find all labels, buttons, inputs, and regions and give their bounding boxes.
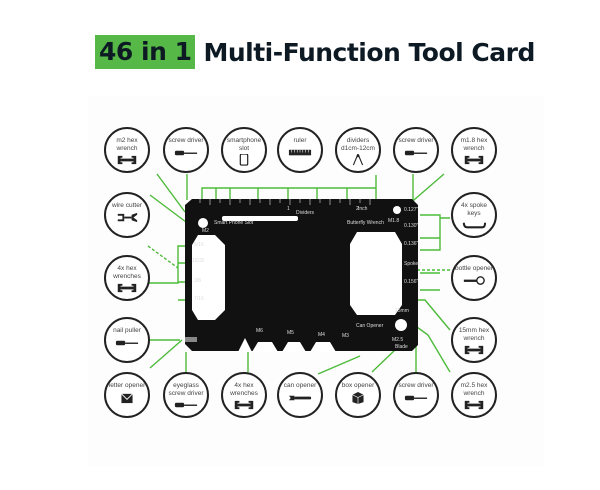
label-can-opener: Can Opener <box>356 323 384 329</box>
feature-label: wire cutter <box>112 202 142 209</box>
screwdriver-icon <box>174 150 198 155</box>
feature-dividers-d1cm-12cm: dividers d1cm-12cm <box>335 127 381 173</box>
feature-smartphone-slot: smartphone slot <box>221 127 267 173</box>
label-1532: 15/32 <box>192 258 205 264</box>
feature-can-opener: can opener <box>277 372 323 418</box>
title-text: Multi-Function Tool Card <box>203 37 535 67</box>
wrench-icon <box>234 400 254 410</box>
feature-label: m2.5 hex wrench <box>460 382 488 397</box>
box-icon <box>352 391 364 404</box>
label-dividers: Dividers <box>296 210 315 216</box>
feature-letter-opener: letter opener <box>104 372 150 418</box>
feature-screw-driver: screw driver <box>393 372 439 418</box>
spoke-key-icon <box>462 222 487 229</box>
label-m3: M3 <box>342 333 349 339</box>
feature-4x-spoke-keys: 4x spoke keys <box>451 192 497 238</box>
label-spokes: Spokes <box>404 261 421 267</box>
feature-label: letter opener <box>108 382 146 389</box>
label-butterfly: Butterfly Wrench <box>347 220 384 226</box>
label-38: 3/8 <box>194 278 201 284</box>
feature-m2-5-hex-wrench: m2.5 hex wrench <box>451 372 497 418</box>
label-blade: Blade <box>395 344 408 350</box>
feature-label: m1.8 hex wrench <box>460 137 488 152</box>
feature-wire-cutter: wire cutter <box>104 192 150 238</box>
label-inch: Inch <box>358 206 368 212</box>
label-ruler-2: 2 <box>356 206 359 212</box>
feature-4x-hex-wrenches: 4x hex wrenches <box>104 255 150 301</box>
feature-screw-driver: screw driver <box>393 127 439 173</box>
wrench-icon <box>464 155 484 165</box>
label-0136: 0.136" <box>404 241 419 247</box>
feature-eyeglass-screw-driver: eyeglass screw driver <box>163 372 209 418</box>
feature-label: ruler <box>293 137 307 144</box>
wrench-icon <box>117 155 137 165</box>
page-title: 46 in 1 Multi-Function Tool Card <box>95 34 535 70</box>
feature-label: screw driver <box>398 137 434 144</box>
label-0130: 0.130" <box>404 223 419 229</box>
feature-15mm-hex-wrench: 15mm hex wrench <box>451 317 497 363</box>
feature-label: eyeglass screw driver <box>168 382 204 397</box>
feature-nail-puller: nail puller <box>104 317 150 363</box>
envelope-icon <box>121 393 133 403</box>
label-m5: M5 <box>287 330 294 336</box>
feature-bottle-opener: bottle opener <box>451 255 497 301</box>
feature-label: can opener <box>283 382 317 389</box>
feature-label: screw driver <box>398 382 434 389</box>
feature-box-opener: box opener <box>335 372 381 418</box>
feature-label: screw driver <box>168 137 204 144</box>
compass-icon <box>352 154 364 166</box>
label-phone-slot: Smart Phone Slot <box>214 220 254 226</box>
wrench-icon <box>464 400 484 410</box>
label-0156: 0.156" <box>404 279 419 285</box>
tool-card: Dividers Inch 1 2 Smart Phone Slot Butte… <box>185 199 421 352</box>
screwdriver-icon <box>174 402 198 408</box>
bottle-opener-icon <box>463 275 485 285</box>
feature-screw-driver: screw driver <box>163 127 209 173</box>
can-opener-icon <box>288 395 312 400</box>
feature-label: dividers d1cm-12cm <box>341 137 375 152</box>
wire-cutter-icon <box>117 212 138 222</box>
label-m2: M2 <box>202 228 209 234</box>
feature-label: box opener <box>341 382 375 389</box>
feature-ruler: ruler <box>277 127 323 173</box>
label-m18: M1.8 <box>388 218 399 224</box>
ruler-icon <box>288 149 312 155</box>
label-15mm: 15mm <box>395 308 409 314</box>
label-m6: M6 <box>256 328 263 334</box>
feature-label: 15mm hex wrench <box>458 327 490 342</box>
wrench-icon <box>117 283 137 293</box>
feature-m2-hex-wrench: m2 hex wrench <box>104 127 150 173</box>
feature-label: m2 hex wrench <box>116 137 138 152</box>
screwdriver-icon <box>404 395 428 400</box>
label-716: 7/16 <box>194 296 204 302</box>
label-0127: 0.127" <box>404 207 419 213</box>
feature-label: 4x hex wrenches <box>230 382 258 397</box>
feature-label: smartphone slot <box>226 137 262 152</box>
feature-4x-hex-wrenches: 4x hex wrenches <box>221 372 267 418</box>
wrench-icon <box>464 345 484 355</box>
screwdriver-icon <box>404 150 428 155</box>
smartphone-icon <box>239 154 249 166</box>
feature-label: bottle opener <box>455 265 493 272</box>
title-badge: 46 in 1 <box>95 35 196 69</box>
label-516: 5/16 <box>194 242 204 248</box>
label-m25: M2.5 <box>392 337 403 343</box>
label-m4: M4 <box>318 332 325 338</box>
feature-label: nail puller <box>113 327 141 334</box>
screwdriver-icon <box>115 340 139 345</box>
feature-m1-8-hex-wrench: m1.8 hex wrench <box>451 127 497 173</box>
label-ruler-1: 1 <box>287 206 290 212</box>
feature-label: 4x spoke keys <box>460 202 488 217</box>
feature-label: 4x hex wrenches <box>113 265 141 280</box>
